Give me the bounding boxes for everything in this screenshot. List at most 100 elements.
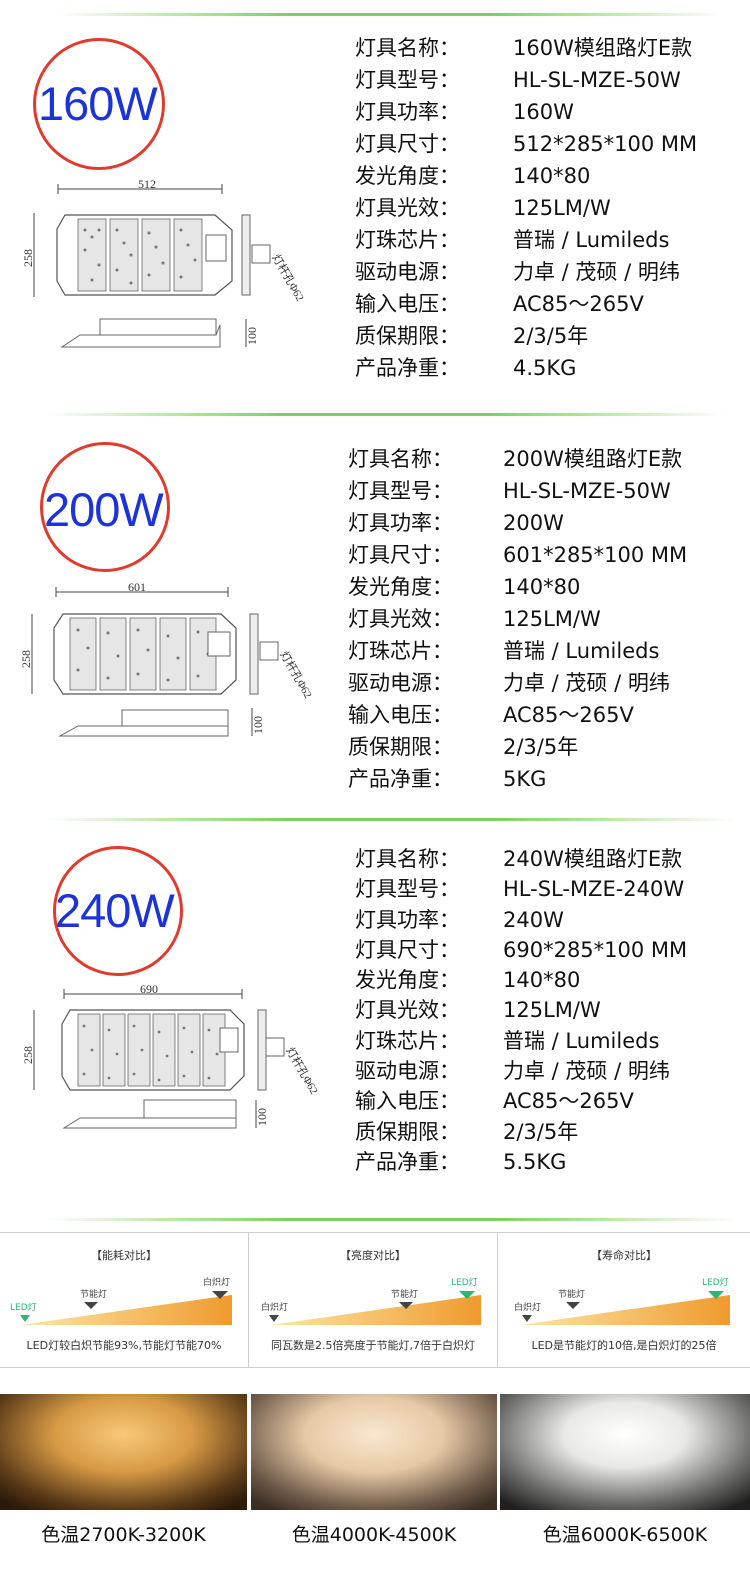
product-section-160w: 160W 512 258 灯杆孔Φ62 100 灯具名称：160W模组路灯E款 … [0, 0, 750, 400]
divider-line [55, 13, 725, 16]
comparison-title: 【寿命对比】 [591, 1249, 657, 1262]
spec-row: 灯具功率：200W [348, 511, 564, 535]
product-section-200w: 200W 601 258 灯杆孔Φ62 100 灯具名称：200W模组路灯E款 … [0, 400, 750, 810]
wattage-badge-text: 160W [38, 77, 158, 130]
spec-row: 输入电压：AC85～265V [355, 1089, 634, 1114]
spec-row: 灯珠芯片：普瑞 / Lumileds [355, 228, 670, 252]
spec-row: 灯具光效：125LM/W [348, 607, 601, 631]
wattage-badge-text: 200W [44, 483, 164, 536]
spec-row: 灯具名称：160W模组路灯E款 [355, 36, 693, 60]
height-dimension: 258 [21, 1046, 35, 1064]
comparison-caption: LED灯较白炽节能93%,节能灯节能70% [26, 1339, 222, 1352]
comparison-caption: 同瓦数是2.5倍亮度于节能灯,7倍于白炽灯 [271, 1339, 475, 1352]
comparison-graphic: LED灯 节能灯 白炽灯 [10, 1276, 232, 1325]
spec-row: 输入电压：AC85～265V [348, 703, 634, 727]
pole-dimension: 灯杆孔Φ62 [269, 252, 307, 304]
wattage-badge-text: 240W [55, 884, 175, 937]
depth-dimension: 100 [245, 327, 259, 345]
wattage-badge [53, 846, 183, 976]
marker-led: LED灯 [451, 1277, 478, 1288]
comparison-panel-brightness: 【亮度对比】 白炽灯 节能灯 LED灯 同瓦数是2.5倍亮度于节能灯,7倍于白炽… [249, 1233, 498, 1367]
wattage-badge [40, 442, 170, 572]
spec-row: 发光角度：140*80 [348, 575, 581, 599]
color-temp-swatch-neutral [251, 1394, 497, 1510]
pole-dimension: 灯杆孔Φ62 [283, 1045, 321, 1097]
height-dimension: 258 [19, 650, 33, 668]
led-marker-icon [20, 1315, 30, 1322]
spec-list: 灯具名称：200W模组路灯E款 灯具型号：HL-SL-MZE-50W 灯具功率：… [348, 443, 728, 795]
led-marker-icon [708, 1291, 724, 1299]
cfl-marker-icon [399, 1302, 413, 1309]
comparison-graphic: 白炽灯 节能灯 LED灯 [514, 1277, 730, 1325]
spec-row: 灯具尺寸：690*285*100 MM [355, 937, 688, 962]
marker-incandescent: 白炽灯 [203, 1276, 230, 1288]
color-temp-swatch-warm [0, 1394, 247, 1510]
dimension-drawing: 512 258 灯杆孔Φ62 100 [21, 177, 308, 348]
color-temp-label: 色温6000K-6500K [542, 1524, 708, 1546]
spec-row: 发光角度：140*80 [355, 164, 591, 188]
marker-cfl: 节能灯 [80, 1288, 107, 1300]
width-dimension: 601 [128, 580, 146, 594]
incandescent-marker-icon [269, 1315, 279, 1322]
spec-row: 质保期限：2/3/5年 [348, 735, 579, 759]
spec-row: 产品净重：4.5KG [355, 356, 577, 380]
cfl-marker-icon [566, 1302, 580, 1309]
spec-row: 灯具功率：160W [355, 100, 574, 124]
depth-dimension: 100 [251, 716, 265, 734]
spec-row: 灯具光效：125LM/W [355, 998, 601, 1023]
color-temp-glow [0, 1394, 247, 1510]
wattage-badge [33, 38, 165, 170]
led-marker-icon [459, 1291, 475, 1299]
pole-dimension: 灯杆孔Φ62 [277, 649, 315, 701]
spec-list: 灯具名称：240W模组路灯E款 灯具型号：HL-SL-MZE-240W 灯具功率… [355, 844, 735, 1177]
incandescent-marker-icon [522, 1315, 532, 1322]
cfl-marker-icon [84, 1302, 98, 1309]
marker-cfl: 节能灯 [391, 1288, 418, 1300]
color-temp-label: 色温4000K-4500K [291, 1524, 457, 1546]
divider-line [45, 818, 735, 821]
spec-row: 灯具型号：HL-SL-MZE-240W [355, 877, 685, 902]
spec-row: 产品净重：5.5KG [355, 1149, 567, 1174]
spec-row: 驱动电源：力卓 / 茂硕 / 明纬 [355, 1059, 670, 1084]
marker-led: LED灯 [10, 1302, 37, 1313]
comparison-strip: 【能耗对比】 LED灯 节能灯 白炽灯 LED灯较白炽节能93%,节能灯节能70… [0, 1232, 750, 1368]
color-temp-glow [251, 1394, 497, 1510]
comparison-graphic: 白炽灯 节能灯 LED灯 [261, 1277, 481, 1325]
marker-cfl: 节能灯 [558, 1288, 585, 1300]
spec-row: 产品净重：5KG [348, 767, 547, 791]
color-temp-swatch-cool [500, 1394, 750, 1510]
spec-row: 灯具功率：240W [355, 907, 564, 932]
spec-row: 输入电压：AC85～265V [355, 292, 644, 316]
depth-dimension: 100 [255, 1108, 269, 1126]
marker-led: LED灯 [702, 1277, 729, 1288]
spec-row: 灯具型号：HL-SL-MZE-50W [348, 479, 671, 503]
spec-row: 灯珠芯片：普瑞 / Lumileds [355, 1028, 660, 1053]
comparison-caption: LED是节能灯的10倍,是白炽灯的25倍 [531, 1339, 717, 1352]
height-dimension: 258 [21, 249, 35, 267]
spec-row: 灯具名称：200W模组路灯E款 [348, 447, 683, 471]
comparison-panel-energy: 【能耗对比】 LED灯 节能灯 白炽灯 LED灯较白炽节能93%,节能灯节能70… [0, 1233, 249, 1367]
spec-list: 灯具名称：160W模组路灯E款 灯具型号：HL-SL-MZE-50W 灯具功率：… [355, 32, 715, 384]
width-dimension: 512 [138, 177, 156, 191]
spec-row: 灯具光效：125LM/W [355, 196, 611, 220]
divider-line [45, 1218, 735, 1221]
divider-line [45, 413, 725, 416]
spec-row: 驱动电源：力卓 / 茂硕 / 明纬 [355, 260, 680, 284]
comparison-title: 【亮度对比】 [340, 1249, 406, 1262]
comparison-panel-lifespan: 【寿命对比】 白炽灯 节能灯 LED灯 LED是节能灯的10倍,是白炽灯的25倍 [498, 1233, 750, 1367]
spec-row: 质保期限：2/3/5年 [355, 324, 589, 348]
spec-row: 灯具尺寸：601*285*100 MM [348, 543, 688, 567]
spec-row: 灯具型号：HL-SL-MZE-50W [355, 68, 681, 92]
comparison-title: 【能耗对比】 [91, 1249, 157, 1262]
color-temp-label: 色温2700K-3200K [41, 1524, 206, 1546]
product-section-240w: 240W 690 258 灯杆孔Φ62 100 灯具名称：24 [0, 810, 750, 1210]
spec-row: 灯珠芯片：普瑞 / Lumileds [348, 639, 660, 663]
dimension-drawing: 690 258 灯杆孔Φ62 100 [21, 982, 322, 1129]
spec-row: 灯具名称：240W模组路灯E款 [355, 847, 683, 871]
dimension-drawing: 601 258 灯杆孔Φ62 100 [19, 580, 316, 737]
spec-row: 质保期限：2/3/5年 [355, 1119, 579, 1144]
color-temp-glow [500, 1394, 750, 1510]
incandescent-marker-icon [212, 1291, 228, 1299]
spec-row: 驱动电源：力卓 / 茂硕 / 明纬 [348, 671, 670, 695]
spec-row: 灯具尺寸：512*285*100 MM [355, 132, 698, 156]
